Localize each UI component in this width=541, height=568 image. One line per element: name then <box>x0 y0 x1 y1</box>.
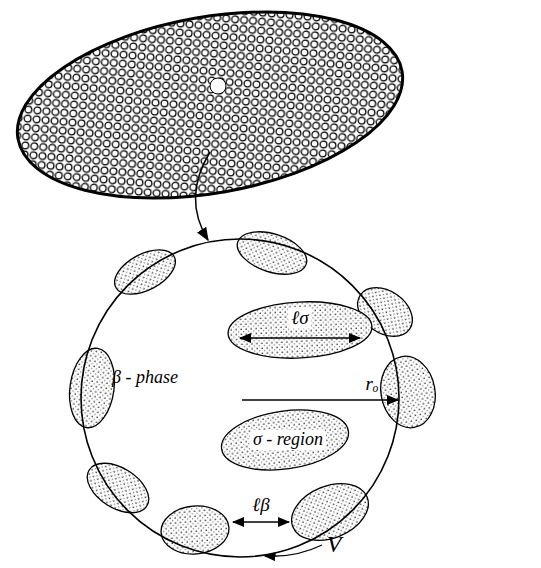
length-beta-label: ℓβ <box>252 495 269 516</box>
length-beta-dimension <box>233 521 289 522</box>
volume-label: V <box>327 531 342 557</box>
region-label: σ - region <box>250 430 326 450</box>
length-sigma-label: ℓσ <box>288 308 311 329</box>
sigma-region-blob: σ - region <box>220 410 350 470</box>
radius-label: rₒ <box>366 374 379 395</box>
porous-medium <box>3 0 418 226</box>
volume-leader <box>265 545 322 556</box>
zoom-arrow <box>195 152 210 240</box>
sigma-blob <box>218 402 353 477</box>
radius-dimension <box>242 399 398 400</box>
sigma-blobs <box>65 224 441 557</box>
averaging-volume: σ - region β - phase <box>80 238 400 558</box>
averaging-point <box>210 78 226 94</box>
length-sigma-dimension <box>240 337 360 338</box>
region-label: β - phase <box>112 368 178 388</box>
volume-circle <box>81 239 399 557</box>
averaging-volume-outline <box>80 238 400 558</box>
